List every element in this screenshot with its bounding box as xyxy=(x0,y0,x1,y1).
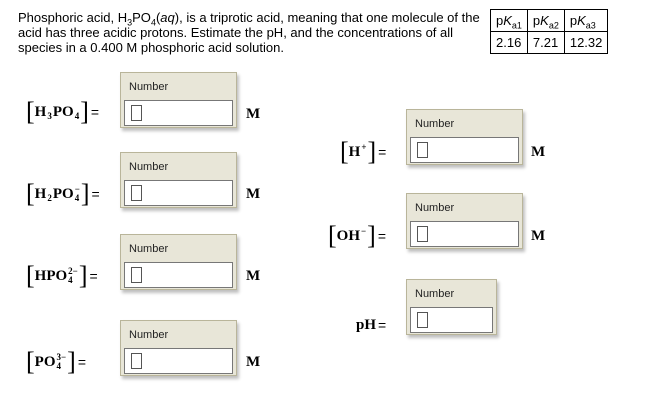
hpo4-input[interactable] xyxy=(124,262,233,288)
oh-minus-unit: M xyxy=(531,228,546,244)
number-header: Number xyxy=(129,329,169,341)
number-header: Number xyxy=(415,202,455,214)
number-header: Number xyxy=(129,243,169,255)
cursor-box-icon xyxy=(417,226,428,242)
h3po4-unit: M xyxy=(246,106,261,122)
oh-minus-card: Number xyxy=(406,193,523,249)
pka2-header: pKa2 xyxy=(526,9,565,32)
oh-minus-label: [ OH− ]= xyxy=(328,221,387,250)
number-header: Number xyxy=(415,118,455,130)
pka-value-row: 2.16 7.21 12.32 xyxy=(490,31,609,54)
ph-label: pH= xyxy=(356,316,387,334)
number-header: Number xyxy=(129,161,169,173)
h2po4-card: Number xyxy=(120,152,237,208)
po4-card: Number xyxy=(120,320,237,376)
hpo4-card: Number xyxy=(120,234,237,290)
pka-table: pKa1 pKa2 pKa3 2.16 7.21 12.32 xyxy=(490,9,609,54)
h2po4-unit: M xyxy=(246,186,261,202)
pka1-value: 2.16 xyxy=(490,31,528,54)
cursor-box-icon xyxy=(131,267,142,283)
pka-header-row: pKa1 pKa2 pKa3 xyxy=(490,9,609,32)
cursor-box-icon xyxy=(131,105,142,121)
h3po4-input[interactable] xyxy=(124,100,233,126)
cursor-box-icon xyxy=(131,185,142,201)
pka3-header: pKa3 xyxy=(563,9,609,32)
h-plus-input[interactable] xyxy=(410,137,519,163)
hpo4-unit: M xyxy=(246,268,261,284)
h-plus-unit: M xyxy=(531,144,546,160)
number-header: Number xyxy=(129,81,169,93)
oh-minus-input[interactable] xyxy=(410,221,519,247)
h-plus-label: [ H+ ]= xyxy=(340,137,387,166)
cursor-box-icon xyxy=(417,312,428,328)
po4-input[interactable] xyxy=(124,348,233,374)
po4-unit: M xyxy=(246,354,261,370)
ph-card: Number xyxy=(406,279,497,335)
pka3-value: 12.32 xyxy=(563,31,609,54)
cursor-box-icon xyxy=(131,353,142,369)
pka2-value: 7.21 xyxy=(526,31,565,54)
ph-input[interactable] xyxy=(410,307,493,333)
pka1-header: pKa1 xyxy=(490,9,528,32)
h-plus-card: Number xyxy=(406,109,523,165)
number-header: Number xyxy=(415,288,455,300)
h3po4-card: Number xyxy=(120,72,237,128)
cursor-box-icon xyxy=(417,142,428,158)
question-text: Phosphoric acid, H3PO4(aq), is a triprot… xyxy=(18,10,480,55)
h2po4-input[interactable] xyxy=(124,180,233,206)
